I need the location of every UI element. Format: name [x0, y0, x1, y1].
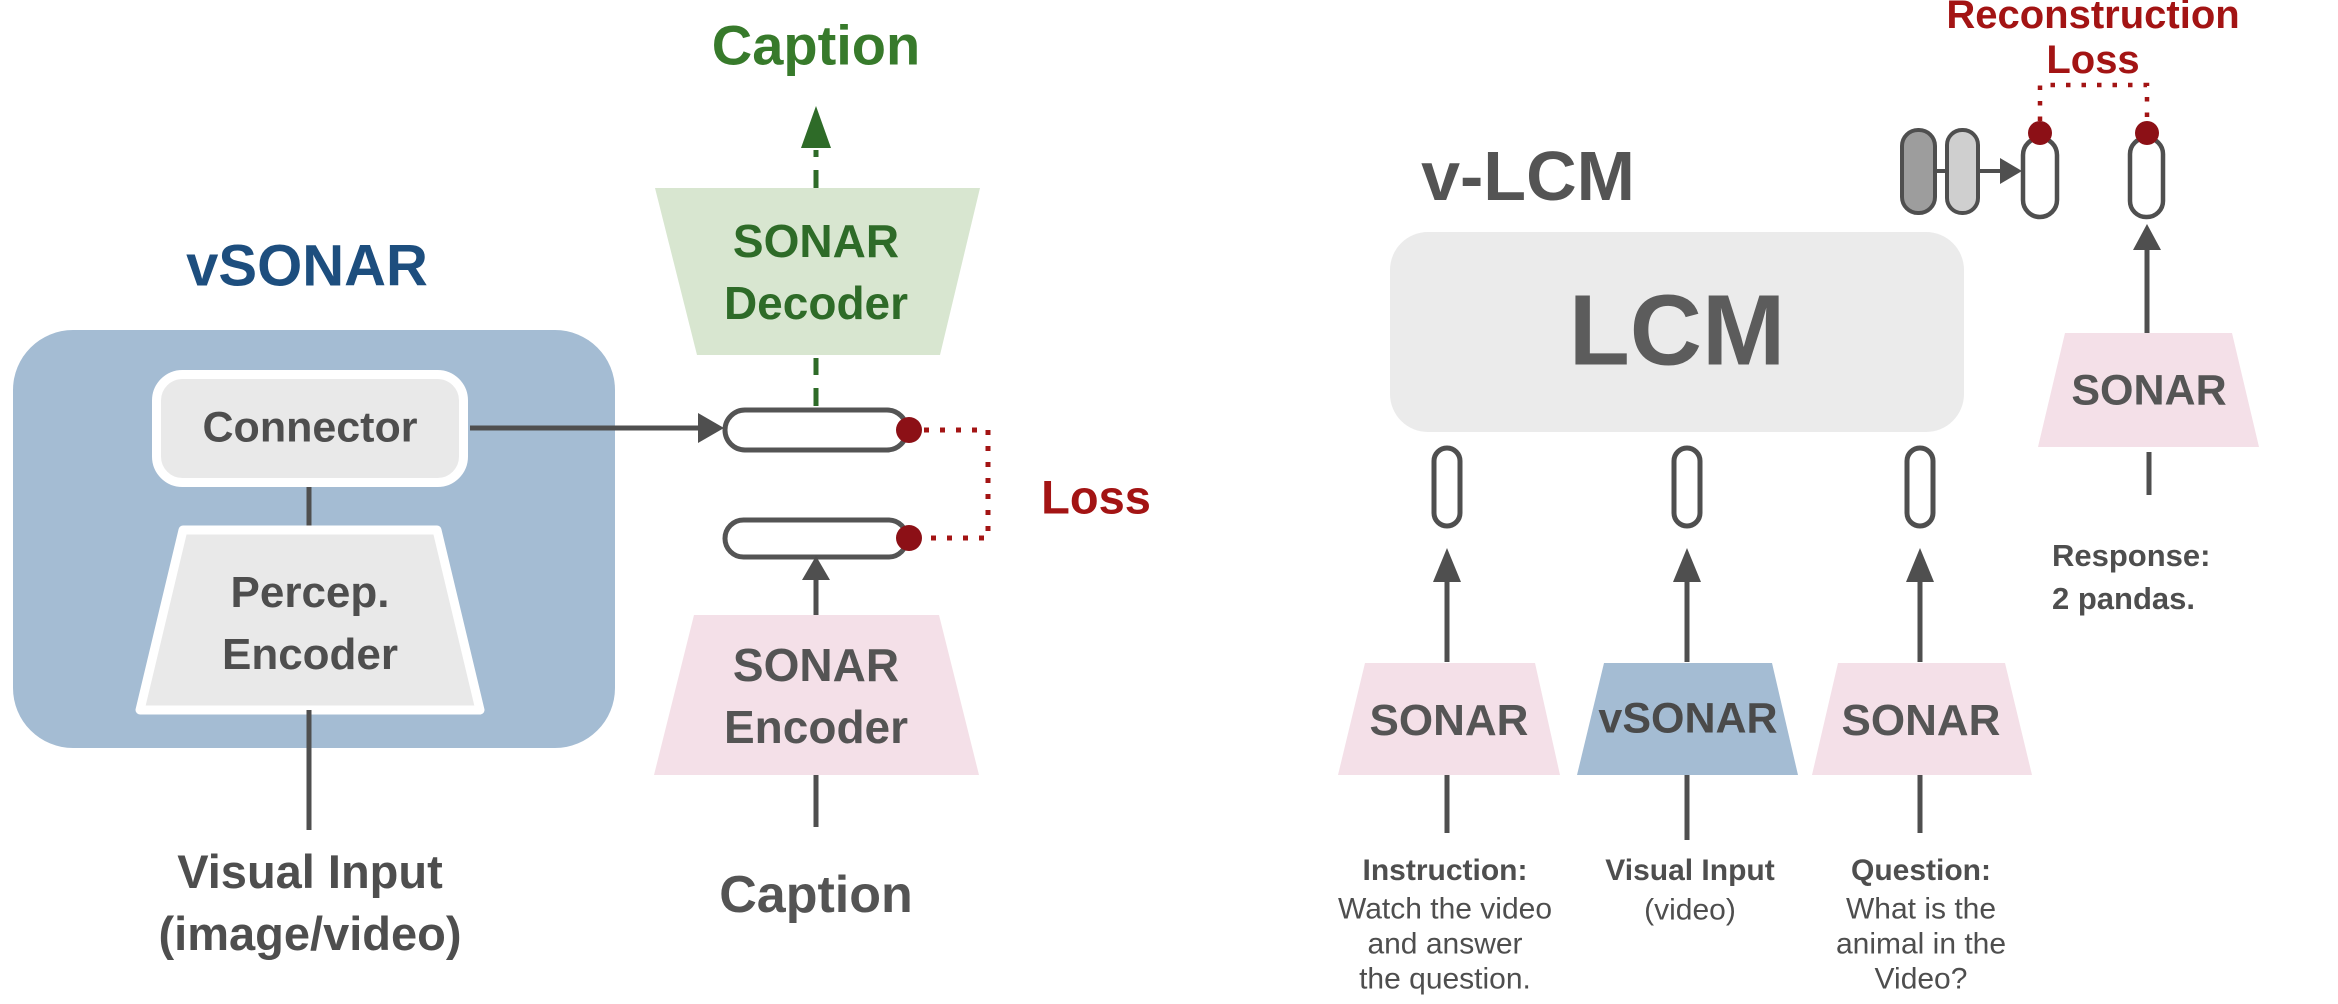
concept-pill-2 — [1671, 445, 1703, 529]
context-to-output-arrowhead-icon — [2000, 158, 2022, 184]
response-encoder-arrowhead-icon — [2133, 224, 2161, 250]
sonar-decoder-label: SONAR Decoder — [723, 215, 909, 329]
decoder-to-caption-arrowhead-icon — [801, 106, 831, 148]
sonar-encoder-label: SONAR Encoder — [723, 639, 909, 753]
instruction-head-label: Instruction: — [1362, 854, 1528, 887]
input2-arrowhead-icon — [1673, 548, 1701, 582]
reconstruction-loss-label: Reconstruction Loss — [1946, 0, 2240, 82]
connector-to-pill-arrowhead-icon — [698, 413, 724, 443]
lcm-box — [1390, 232, 1964, 432]
concept-pill-3 — [1904, 445, 1936, 529]
lcm-label: LCM — [1568, 274, 1786, 387]
question-sonar-trapezoid — [1812, 663, 2032, 775]
visual-encoder-label: vSONAR — [1598, 694, 1778, 743]
connector-box — [152, 370, 468, 487]
concept-pill-1 — [1431, 445, 1463, 529]
predicted-embedding-dot — [896, 417, 922, 443]
target-concept-pill — [2127, 135, 2166, 220]
sonar-encoder-trapezoid — [654, 615, 979, 775]
response-sonar-label: SONAR — [2071, 366, 2227, 415]
context-pill-dark — [1900, 128, 1937, 215]
predicted-embedding-pill — [722, 407, 910, 453]
visual-body-label: (video) — [1644, 893, 1736, 927]
visual-vsonar-trapezoid — [1577, 663, 1798, 775]
instruction-encoder-label: SONAR — [1369, 696, 1529, 745]
response-sonar-trapezoid — [2038, 333, 2259, 447]
target-embedding-pill — [722, 517, 910, 560]
visual-head-label: Visual Input — [1605, 854, 1775, 887]
encoder-to-pill-arrowhead-icon — [802, 556, 830, 580]
question-body-label: What is the animal in the Video? — [1835, 892, 2007, 996]
input3-arrowhead-icon — [1906, 548, 1934, 582]
connector-label: Connector — [202, 403, 418, 452]
context-pill-light — [1945, 128, 1980, 215]
percep-encoder-trapezoid — [135, 525, 485, 715]
vsonar-title: vSONAR — [186, 233, 428, 299]
reconstruction-loss-dotted-bracket — [2037, 82, 2150, 121]
target-concept-dot — [2135, 121, 2159, 145]
caption-output-label: Caption — [711, 13, 921, 77]
question-head-label: Question: — [1851, 854, 1991, 887]
target-embedding-dot — [896, 525, 922, 551]
input1-arrowhead-icon — [1433, 548, 1461, 582]
percep-encoder-label: Percep. Encoder — [221, 568, 399, 679]
loss-label: Loss — [1041, 470, 1151, 524]
question-encoder-label: SONAR — [1841, 696, 2001, 745]
loss-dotted-connector — [924, 427, 991, 541]
visual-input-label: Visual Input (image/video) — [158, 845, 462, 960]
predicted-concept-dot — [2028, 121, 2052, 145]
predicted-concept-pill — [2020, 135, 2060, 220]
caption-input-label: Caption — [719, 866, 913, 924]
instruction-body-label: Watch the video and answer the question. — [1338, 892, 1552, 996]
sonar-decoder-trapezoid — [655, 188, 980, 355]
response-label: Response: 2 pandas. — [2052, 538, 2211, 616]
instruction-sonar-trapezoid — [1338, 663, 1560, 775]
vlcm-title: v-LCM — [1421, 137, 1635, 215]
